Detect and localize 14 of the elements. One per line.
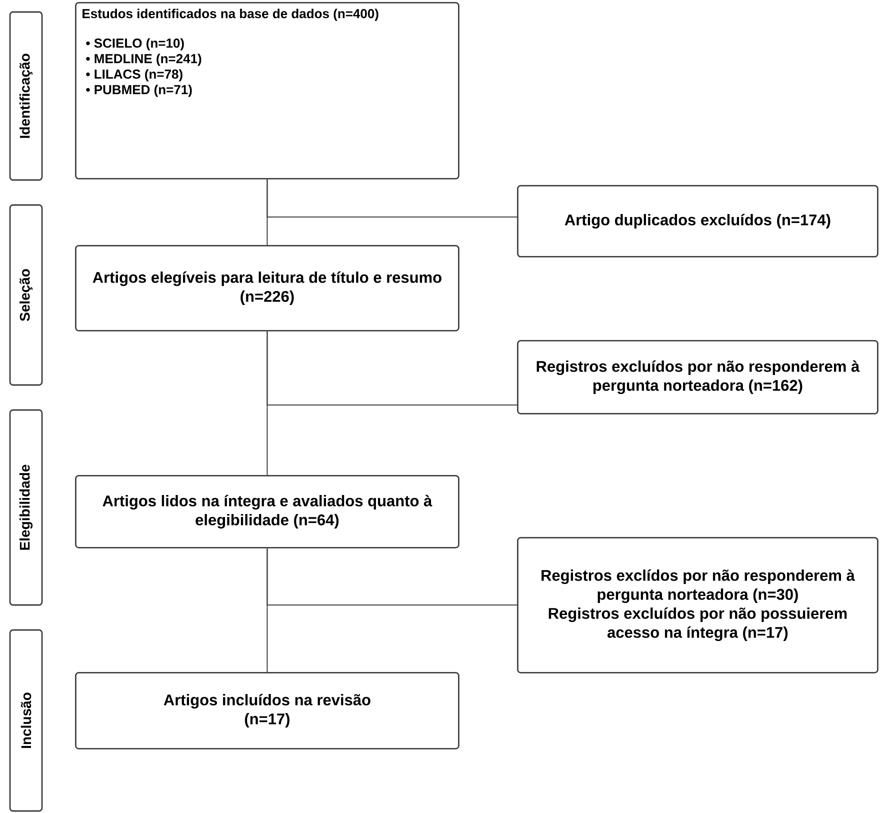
phase-band: Seleção xyxy=(9,204,43,386)
process-box: Artigos lidos na íntegra e avaliados quanto à elegibilidade (n=64) xyxy=(75,475,460,548)
process-box: Artigos elegíveis para leitura de título e resumo (n=226) xyxy=(75,245,460,332)
phase-band: Inclusão xyxy=(9,629,43,812)
phase-band: Elegibilidade xyxy=(9,409,43,606)
connector-line xyxy=(266,548,518,606)
process-box: Artigo duplicados excluídos (n=174) xyxy=(517,185,878,258)
process-box: Artigos incluídos na revisão (n=17) xyxy=(75,672,460,750)
phase-band: Identificação xyxy=(9,11,43,181)
connector-line xyxy=(266,178,518,218)
process-box: Registros exclídos por não responderem à pergunta norteadora (n=30) Registros excluídos por não possuierem acesso na íntegra (n=17) xyxy=(517,537,878,674)
process-box: Estudos identificados na base de dados (n=400) • SCIELO (n=10) • MEDLINE (n=241) • LILACS (n=78) • PUBMED (n=71) xyxy=(75,2,460,180)
process-box: Registros excluídos por não responderem à pergunta norteadora (n=162) xyxy=(517,340,878,414)
connector-line xyxy=(266,330,518,406)
